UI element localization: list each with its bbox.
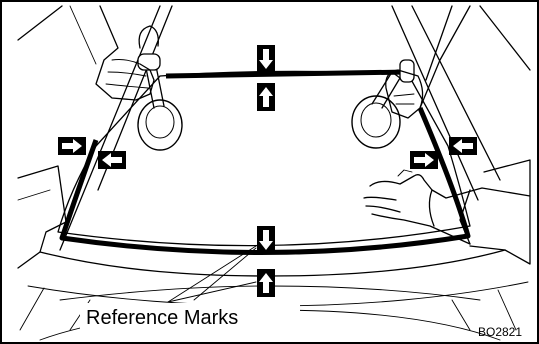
lower-right-hand <box>363 169 531 245</box>
arrow-left-icon <box>98 151 126 169</box>
reference-mark-arrows <box>58 45 477 297</box>
reference-marks-label: Reference Marks <box>86 307 238 329</box>
arrow-down-icon <box>257 45 275 73</box>
right-suction-cup <box>351 71 401 149</box>
left-hand <box>69 5 159 101</box>
callout-leader-lines <box>167 245 257 303</box>
right-hand <box>385 5 471 119</box>
arrow-up-icon <box>257 83 275 111</box>
windshield-molding <box>59 69 471 256</box>
figure-code: BO2821 <box>478 325 522 339</box>
left-suction-cup <box>137 53 183 151</box>
callout-label-bg <box>80 303 300 329</box>
arrow-left-icon <box>449 137 477 155</box>
arrow-down-icon <box>257 226 275 254</box>
arrow-right-icon <box>410 151 438 169</box>
arrow-right-icon <box>58 137 86 155</box>
arrow-up-icon <box>257 269 275 297</box>
